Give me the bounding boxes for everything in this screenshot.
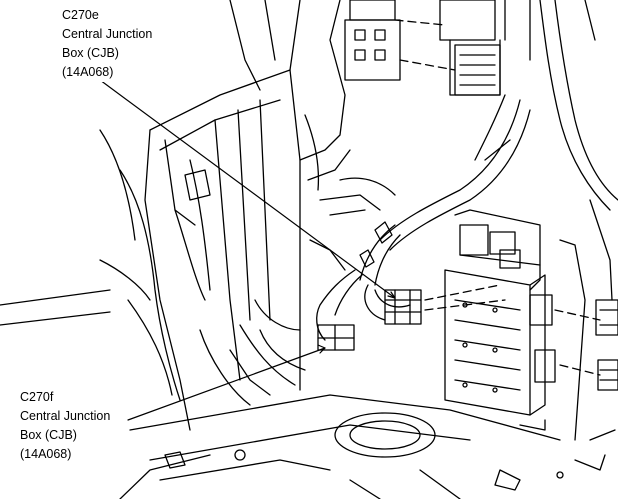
body-pillar-upper [229,0,396,271]
callout-c270f: C270f Central Junction Box (CJB) (14A068… [18,388,113,464]
connector-c270e [384,289,422,325]
central-junction-box [424,209,601,431]
floor-pan [119,394,616,499]
callout-part-number: (14A068) [62,65,114,79]
right-connectors [559,199,618,441]
callout-component-name-2: Box (CJB) [20,428,77,442]
callout-part-number: (14A068) [20,447,72,461]
leader-lines [99,79,396,421]
callout-component-name-2: Box (CJB) [62,46,119,60]
callout-connector-id: C270e [62,8,99,22]
callout-connector-id: C270f [20,390,54,404]
leader-line-c270f [127,347,326,421]
body-panel-left [0,69,306,431]
callout-c270e: C270e Central Junction Box (CJB) (14A068… [60,6,155,82]
callout-component-name: Central Junction [20,409,111,423]
leader-line-c270e [99,79,396,299]
wiring-harness [316,0,618,341]
connector-c270f [317,324,355,351]
upper-connectors [344,0,531,96]
callout-component-name: Central Junction [62,27,153,41]
